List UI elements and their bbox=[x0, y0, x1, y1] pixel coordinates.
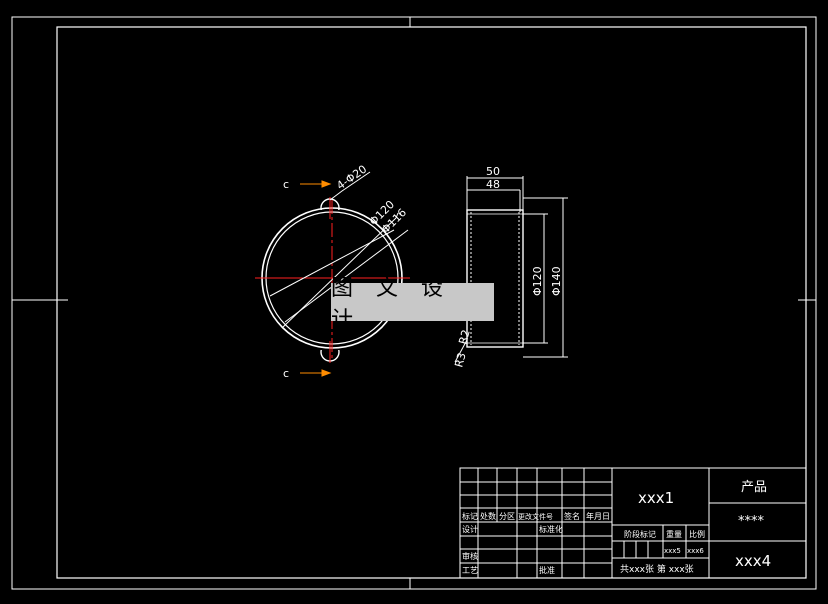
tb-process: 工艺 bbox=[462, 566, 478, 575]
tb-sheets-info: 共xxx张 第 xxx张 bbox=[620, 563, 694, 575]
radius-r3-label: R3 bbox=[452, 351, 468, 369]
sheet-inner-border bbox=[56, 26, 807, 579]
title-block bbox=[459, 467, 807, 579]
tb-signature: 签名 bbox=[564, 511, 580, 521]
tb-change-doc: 更改文件号 bbox=[518, 512, 553, 521]
dia-120-side-label: Φ120 bbox=[531, 266, 544, 296]
tb-scale: 比例 bbox=[689, 529, 705, 539]
radius-r2-label: R2 bbox=[456, 328, 472, 346]
tb-weight: 重量 bbox=[666, 529, 682, 539]
section-mark-bottom: c bbox=[283, 367, 289, 380]
hole-leaders bbox=[300, 180, 332, 377]
side-view: 50 48 Φ120 Φ140 R3 R2 bbox=[452, 165, 568, 369]
tb-weight-value: xxx5 bbox=[664, 547, 681, 555]
title-block-text: 标记 处数 分区 更改文件号 签名 年月日 设计 标准化 审核 工艺 批准 阶段… bbox=[462, 480, 771, 575]
width-dims bbox=[466, 176, 524, 212]
sheet-outer-border bbox=[11, 16, 817, 590]
tb-review: 审核 bbox=[462, 551, 478, 561]
centering-marks bbox=[12, 17, 816, 589]
tb-zone: 分区 bbox=[499, 512, 515, 521]
tb-date: 年月日 bbox=[586, 511, 610, 521]
hole-callout: 4-Φ20 bbox=[334, 163, 369, 193]
diameter-leaders bbox=[269, 212, 409, 329]
width-50-label: 50 bbox=[486, 165, 500, 178]
tb-design: 设计 bbox=[462, 524, 478, 534]
tb-drawing-name: xxx1 bbox=[638, 489, 674, 507]
width-48-label: 48 bbox=[486, 178, 500, 191]
section-mark-top: c bbox=[283, 178, 289, 191]
tb-standardize: 标准化 bbox=[539, 524, 563, 534]
tb-product-label: 产品 bbox=[741, 480, 767, 495]
tb-mark: 标记 bbox=[462, 511, 478, 521]
tb-stars: **** bbox=[738, 514, 765, 529]
tb-drawing-number: xxx4 bbox=[735, 552, 771, 570]
tb-count: 处数 bbox=[480, 511, 496, 521]
watermark-banner: 图 文 设 计 bbox=[331, 276, 494, 333]
tb-approve: 批准 bbox=[539, 565, 555, 575]
side-body-outline bbox=[466, 209, 524, 348]
dia-140-side-label: Φ140 bbox=[550, 266, 563, 296]
tb-stage-mark: 阶段标记 bbox=[624, 529, 656, 539]
tb-scale-value: xxx6 bbox=[687, 547, 704, 555]
diameter-dims bbox=[523, 197, 568, 358]
